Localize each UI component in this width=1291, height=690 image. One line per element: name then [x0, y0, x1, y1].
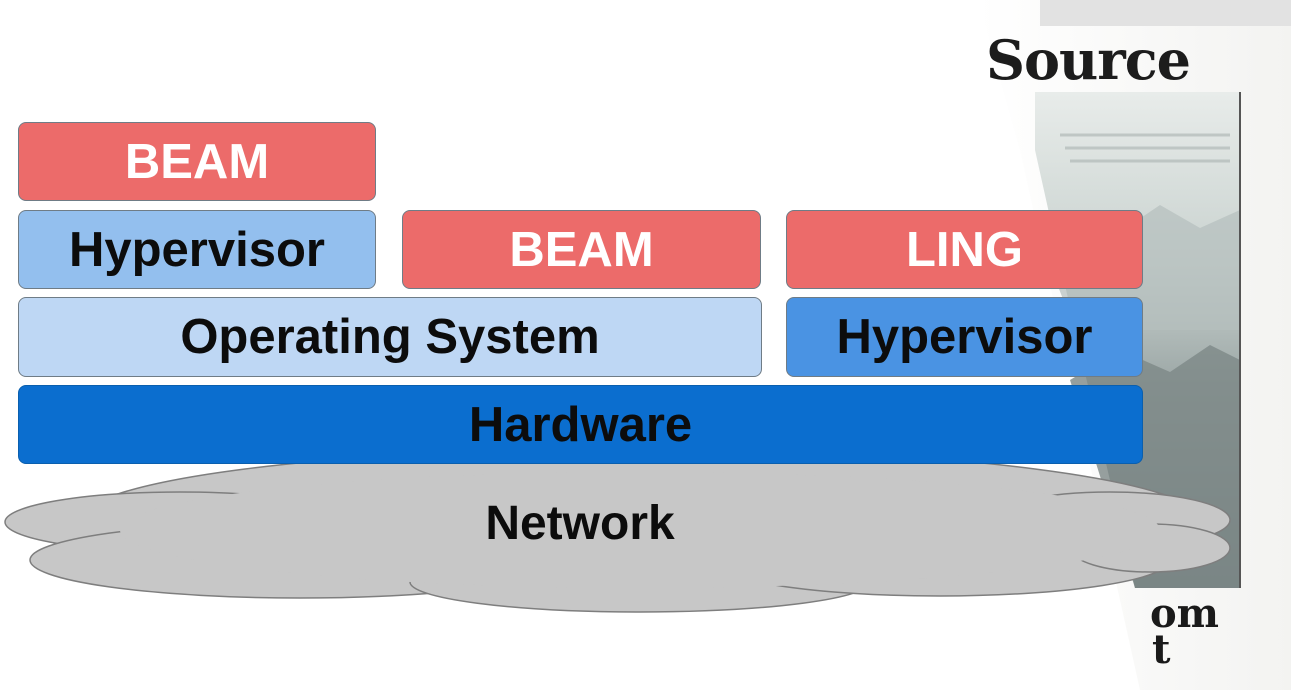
- left-hypervisor-label: Hypervisor: [68, 222, 325, 277]
- network-label: Network: [485, 497, 675, 550]
- newspaper-foot-line-1: om: [1150, 590, 1220, 637]
- operating-system-layer: Operating System: [18, 297, 762, 377]
- hardware-label: Hardware: [468, 397, 693, 452]
- right-hypervisor-label: Hypervisor: [836, 310, 1093, 364]
- left-hypervisor-layer: Hypervisor: [18, 210, 376, 289]
- middle-beam-layer: BEAM: [402, 210, 761, 289]
- middle-beam-label: BEAM: [509, 222, 654, 277]
- operating-system-label: Operating System: [180, 310, 600, 364]
- top-left-beam-label: BEAM: [124, 134, 270, 189]
- top-left-beam-layer: BEAM: [18, 122, 376, 201]
- hardware-layer: Hardware: [18, 385, 1143, 464]
- right-hypervisor-layer: Hypervisor: [786, 297, 1143, 377]
- ling-label: LING: [905, 222, 1024, 277]
- newspaper-headline: Source: [986, 28, 1191, 92]
- ling-layer: LING: [786, 210, 1143, 289]
- newspaper-foot-line-2: t: [1152, 626, 1171, 673]
